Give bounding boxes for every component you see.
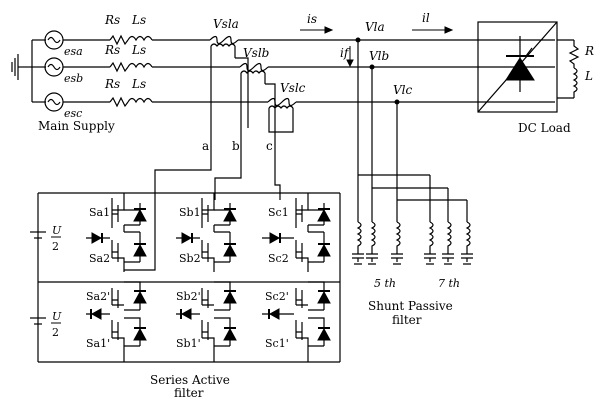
tap-label-c: c — [266, 139, 273, 153]
line-impedance-c — [109, 96, 268, 108]
dc-source-den-lower: 2 — [52, 326, 59, 339]
current-arrow-if — [346, 46, 354, 68]
switch-sa2: Sa2 — [89, 252, 110, 265]
switch-sb2p: Sb2' — [176, 290, 201, 303]
switch-sa2p: Sa2' — [86, 290, 110, 303]
switch-sa1p: Sa1' — [86, 337, 110, 350]
ls-label-c: Ls — [131, 77, 146, 91]
source-label-a: esa — [64, 45, 83, 58]
inverter-leg-a — [86, 193, 156, 362]
switch-sc1: Sc1 — [268, 206, 289, 219]
secondary-neutral — [210, 57, 294, 133]
il-label: il — [422, 11, 430, 25]
inverter-feed-lines — [154, 112, 281, 193]
series-transformer-a — [209, 35, 555, 58]
source-label-c: esc — [64, 107, 82, 120]
shunt-filter-branches — [352, 221, 473, 265]
load-r-label: R — [584, 44, 594, 58]
load-l-label: L — [584, 69, 593, 83]
current-arrow-is — [300, 26, 334, 34]
if-label: if — [340, 46, 351, 60]
ls-label-b: Ls — [131, 43, 146, 57]
series-transformer-b — [239, 62, 555, 84]
vla-label: Vla — [365, 20, 385, 34]
line-impedance-b — [109, 61, 240, 73]
current-arrow-il — [412, 26, 454, 34]
switch-sb1: Sb1 — [179, 206, 201, 219]
vslc-label: Vslc — [280, 81, 306, 95]
switch-sc2: Sc2 — [268, 252, 289, 265]
tap-label-a: a — [202, 139, 209, 153]
phase-b-source — [32, 57, 110, 77]
is-label: is — [307, 12, 317, 26]
dc-source-num-upper: U — [52, 224, 62, 237]
source-label-b: esb — [64, 72, 83, 85]
vslb-label: Vslb — [243, 46, 269, 60]
dc-source-upper — [30, 231, 46, 239]
phase-c-source — [32, 92, 110, 112]
dc-load-label: DC Load — [518, 121, 571, 135]
dc-source-num-lower: U — [52, 310, 62, 323]
switch-sb2: Sb2 — [179, 252, 201, 265]
tap-label-b: b — [232, 139, 240, 153]
rs-label-a: Rs — [104, 13, 120, 27]
switch-sc1p: Sc1' — [265, 337, 289, 350]
ground-symbol — [11, 40, 33, 102]
series-filter-label-2: filter — [174, 386, 204, 399]
fifth-harmonic-label: 5 th — [374, 277, 396, 290]
switch-sc2p: Sc2' — [265, 290, 289, 303]
dc-bus — [37, 192, 341, 363]
phase-a-source — [32, 30, 110, 50]
ls-label-a: Ls — [131, 13, 146, 27]
vsla-label: Vsla — [213, 17, 239, 31]
inverter-leg-c — [262, 193, 331, 362]
shunt-filter-label-1: Shunt Passive — [368, 299, 453, 313]
dc-source-lower — [30, 317, 46, 325]
switch-sb1p: Sb1' — [176, 337, 201, 350]
inverter-leg-b — [176, 193, 237, 362]
line-impedance-a — [109, 34, 210, 46]
switch-sa1: Sa1 — [89, 206, 110, 219]
vlc-label: Vlc — [393, 83, 413, 97]
vlb-label: Vlb — [369, 49, 389, 63]
series-transformer-c — [267, 97, 555, 118]
dc-load-rectifier — [477, 21, 580, 113]
series-filter-label-1: Series Active — [150, 373, 230, 387]
shunt-filter-label-2: filter — [392, 313, 422, 327]
main-supply-label: Main Supply — [38, 119, 115, 133]
rs-label-c: Rs — [104, 77, 120, 91]
dc-source-den-upper: 2 — [52, 240, 59, 253]
seventh-harmonic-label: 7 th — [438, 277, 460, 290]
rs-label-b: Rs — [104, 43, 120, 57]
shunt-filter-taps — [355, 37, 468, 222]
